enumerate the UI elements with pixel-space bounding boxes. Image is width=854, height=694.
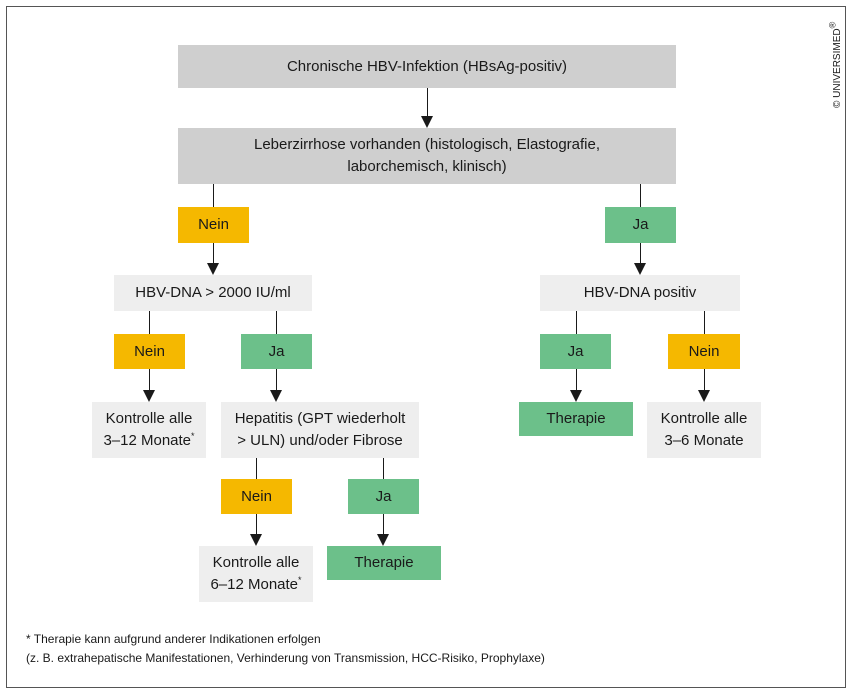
arrowhead-no-to-dna-high	[207, 263, 219, 275]
node-no-hepatitis: Nein	[221, 479, 292, 514]
node-control-6-12-months: Kontrolle alle 6–12 Monate*	[199, 546, 313, 602]
node-liver-cirrhosis: Leberzirrhose vorhanden (histologisch, E…	[178, 128, 676, 184]
node-yes-dna-positive: Ja	[540, 334, 611, 369]
arrowhead-no-to-control-3-12	[143, 390, 155, 402]
connector-dna-high-to-no	[149, 311, 150, 334]
node-no-dna-high: Nein	[114, 334, 185, 369]
node-yes-cirrhosis: Ja	[605, 207, 676, 243]
connector-no-to-control-3-6	[704, 369, 705, 390]
connector-hepatitis-to-no	[256, 458, 257, 479]
arrowhead-yes-to-hepatitis	[270, 390, 282, 402]
arrowhead-no-to-control-6-12	[250, 534, 262, 546]
connector-yes-to-hepatitis	[276, 369, 277, 390]
arrowhead-yes-to-therapy-b	[377, 534, 389, 546]
diagram-frame	[6, 6, 846, 688]
connector-root-to-cirrhosis	[427, 88, 428, 116]
node-control-3-6-months: Kontrolle alle 3–6 Monate	[647, 402, 761, 458]
arrowhead-root-to-cirrhosis	[421, 116, 433, 128]
connector-hepatitis-to-yes	[383, 458, 384, 479]
connector-yes-to-therapy-b	[383, 514, 384, 534]
connector-dna-high-to-yes	[276, 311, 277, 334]
node-chronic-hbv-infection: Chronische HBV-Infektion (HBsAg-positiv)	[178, 45, 676, 88]
footnote-line-1: * Therapie kann aufgrund anderer Indikat…	[26, 632, 321, 646]
node-yes-hepatitis: Ja	[348, 479, 419, 514]
connector-no-to-dna-high	[213, 243, 214, 263]
node-therapy-cirrhosis: Therapie	[519, 402, 633, 436]
connector-dna-positive-to-no	[704, 311, 705, 334]
connector-no-to-control-6-12	[256, 514, 257, 534]
connector-dna-positive-to-yes	[576, 311, 577, 334]
node-therapy-hepatitis: Therapie	[327, 546, 441, 580]
connector-yes-to-dna-positive	[640, 243, 641, 263]
connector-cirrhosis-to-yes	[640, 184, 641, 207]
node-hbv-dna-positive: HBV-DNA positiv	[540, 275, 740, 311]
node-hbv-dna-over-2000: HBV-DNA > 2000 IU/ml	[114, 275, 312, 311]
arrowhead-no-to-control-3-6	[698, 390, 710, 402]
connector-no-to-control-3-12	[149, 369, 150, 390]
arrowhead-yes-to-dna-positive	[634, 263, 646, 275]
node-control-3-12-months: Kontrolle alle 3–12 Monate*	[92, 402, 206, 458]
node-no-cirrhosis: Nein	[178, 207, 249, 243]
node-yes-dna-high: Ja	[241, 334, 312, 369]
footnote-line-2: (z. B. extrahepatische Manifestationen, …	[26, 651, 545, 665]
node-hepatitis-fibrosis: Hepatitis (GPT wiederholt > ULN) und/ode…	[221, 402, 419, 458]
arrowhead-yes-to-therapy	[570, 390, 582, 402]
copyright-notice: © UNIVERSIMED®	[827, 21, 843, 108]
node-no-dna-positive: Nein	[668, 334, 740, 369]
connector-yes-to-therapy	[576, 369, 577, 390]
connector-cirrhosis-to-no	[213, 184, 214, 207]
